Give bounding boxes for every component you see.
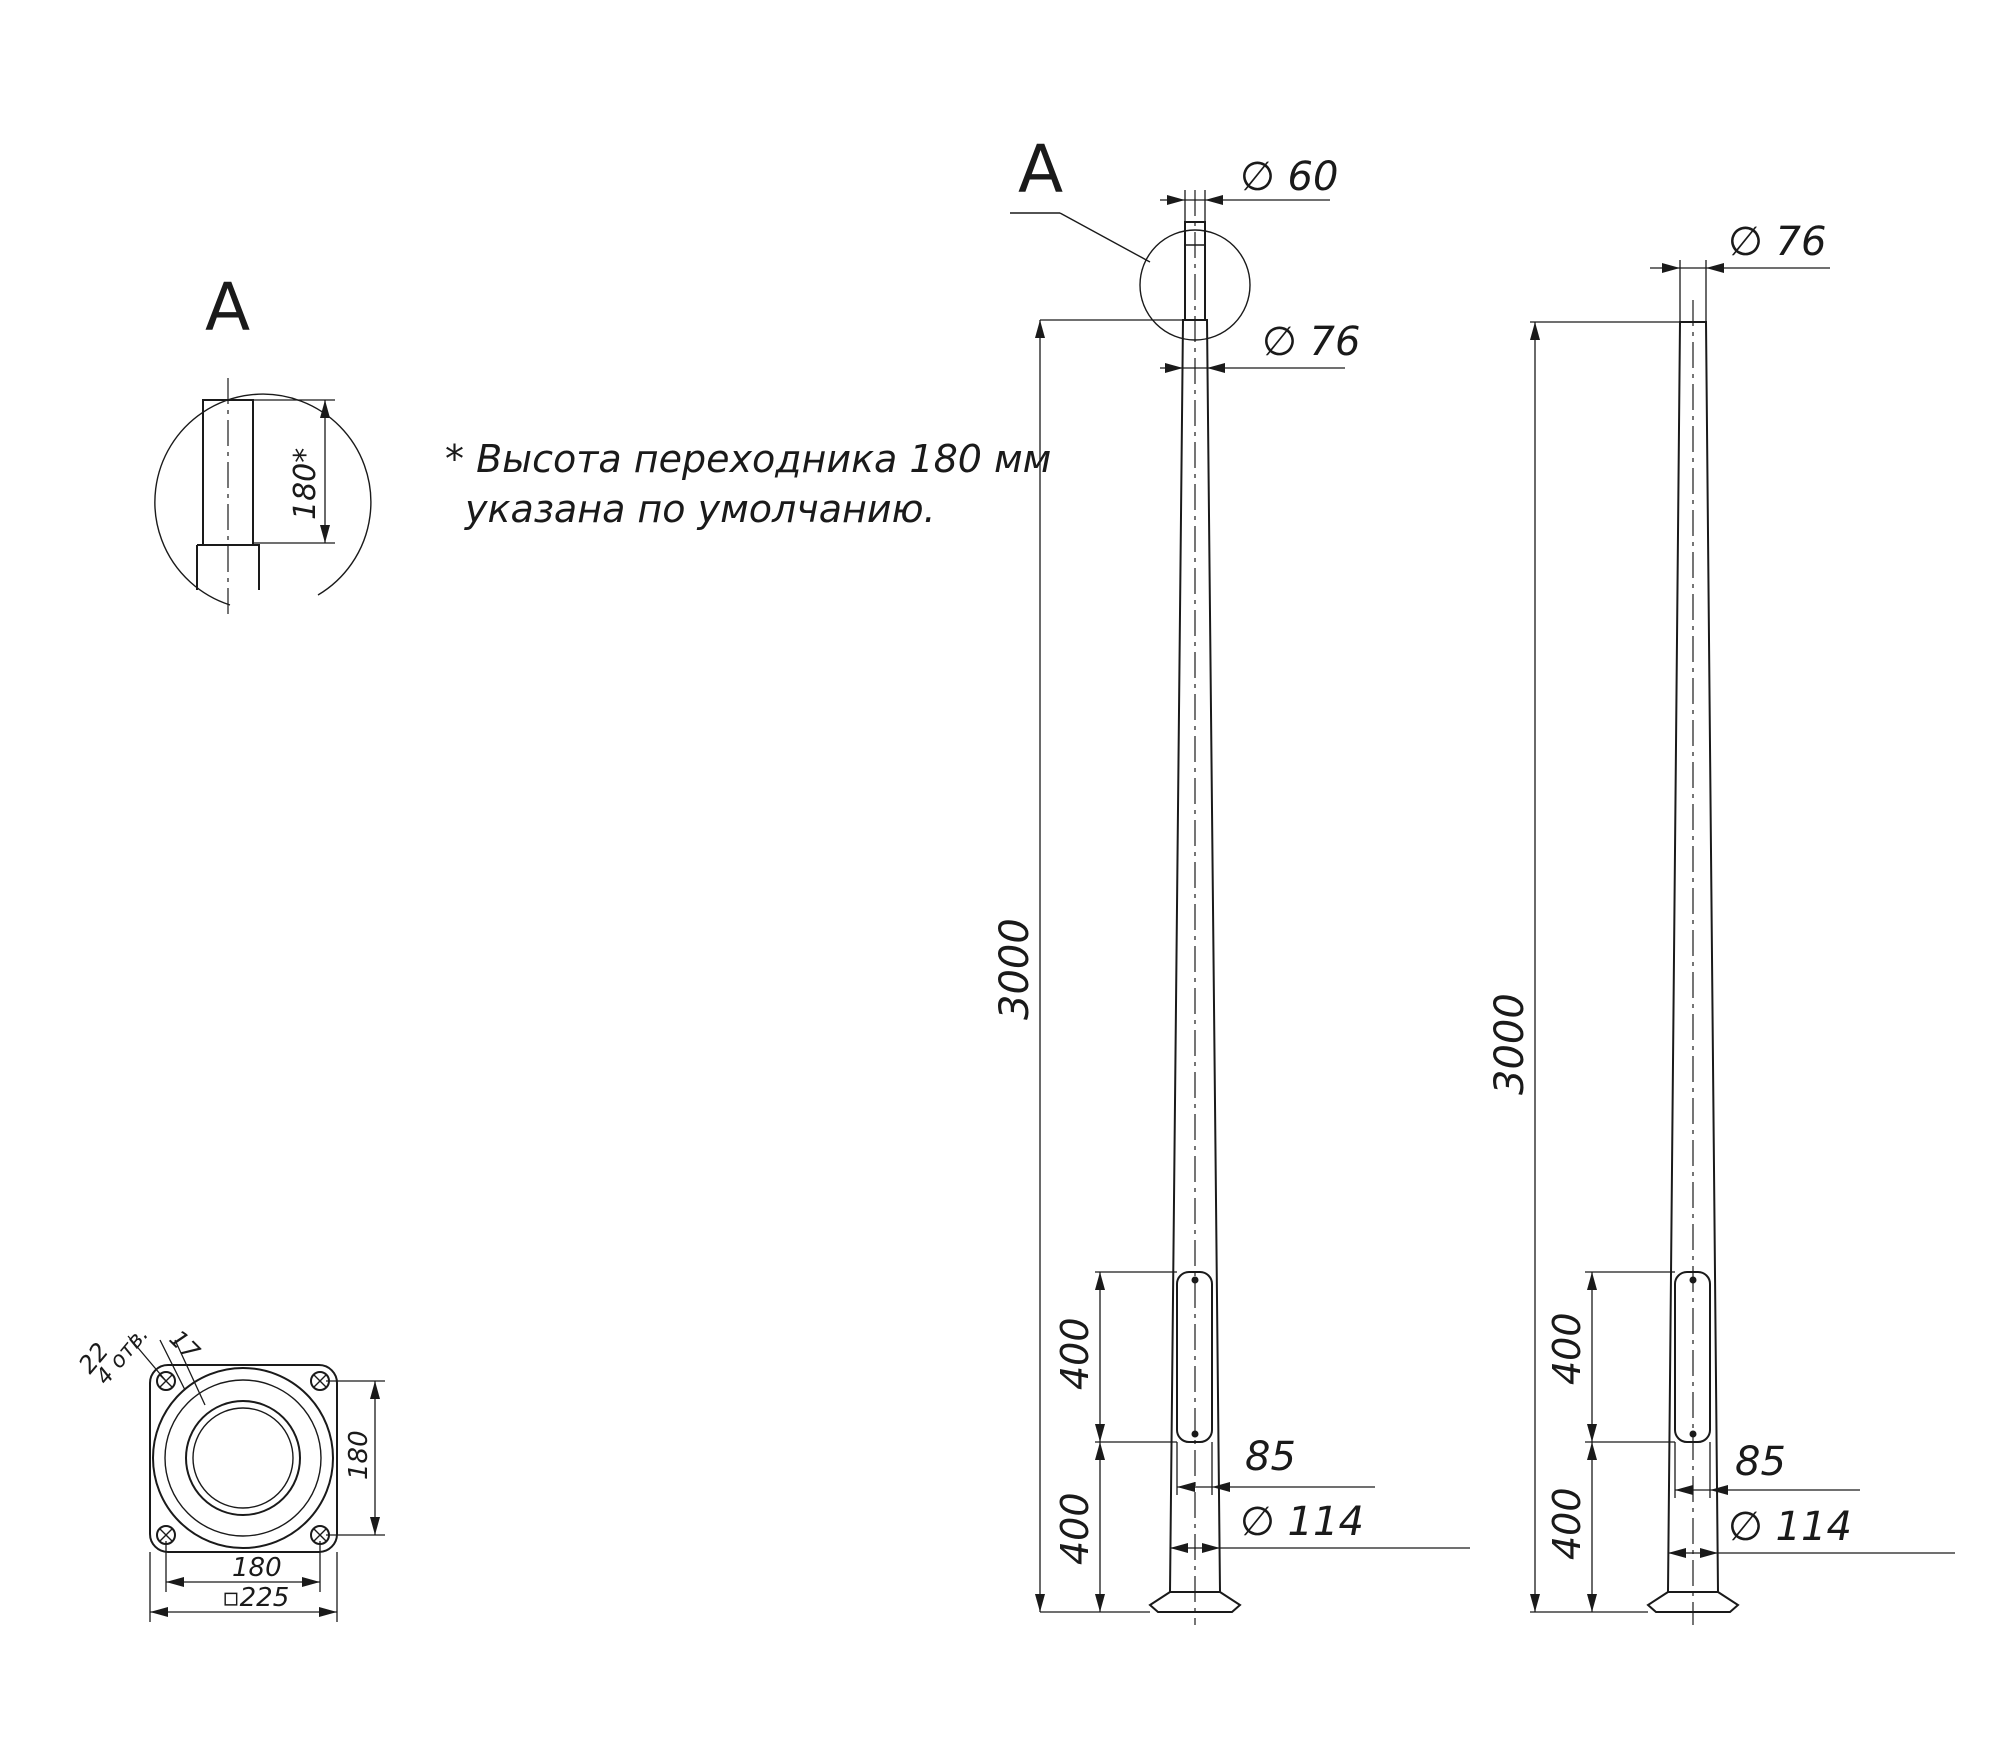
dim-arrow [1035, 320, 1045, 338]
dim-arrow [320, 525, 330, 543]
dim-arrow [1167, 195, 1185, 205]
hole-cross [159, 1528, 173, 1542]
hole-cross [313, 1528, 327, 1542]
dim-arrow [370, 1381, 380, 1399]
mounting-hole [156, 1371, 176, 1391]
detail-view-a: A 180* [154, 269, 372, 620]
top-diameter-label: ∅ 76 [1262, 319, 1360, 365]
dim-arrow [1587, 1424, 1597, 1442]
height-label: 3000 [992, 918, 1038, 1020]
hole-cross [313, 1374, 327, 1388]
dim-arrow [1165, 363, 1183, 373]
hatch-height-label: 400 [1545, 1312, 1589, 1385]
hatch-offset-label: 400 [1053, 1492, 1097, 1565]
hatch-height-label: 400 [1053, 1317, 1097, 1390]
dim-arrow [1035, 1594, 1045, 1612]
dim-arrow [166, 1577, 184, 1587]
pole-with-adapter: A ∅ 60 ∅ 76 3000 [992, 131, 1470, 1625]
dim-arrow [1675, 1485, 1693, 1495]
dim-arrow [1700, 1548, 1718, 1558]
dim-arrow [150, 1607, 168, 1617]
base-diameter-label: ∅ 114 [1240, 1499, 1364, 1545]
hatch-bolt [1689, 1430, 1697, 1438]
pole-inner-circle [192, 1407, 294, 1509]
height-label: 3000 [1487, 993, 1533, 1095]
note: * Высота переходника 180 мм указана по у… [445, 437, 1051, 531]
plate-size-label: ▫225 [222, 1583, 289, 1613]
hatch-width-label: 85 [1735, 1439, 1786, 1485]
pole-outer-circle [185, 1400, 301, 1516]
flange-inner-circle [164, 1379, 322, 1537]
hole-offset-leader [174, 1339, 206, 1406]
detail-callout-label: A [1018, 131, 1063, 208]
dim-arrow [1095, 1272, 1105, 1290]
dim-arrow [1587, 1594, 1597, 1612]
hatch-bolt [1689, 1276, 1697, 1284]
base-flange [1646, 1591, 1740, 1613]
hole-diameter-leader [127, 1335, 167, 1382]
hatch-bolt [1191, 1430, 1199, 1438]
dim-arrow [1212, 1482, 1230, 1492]
hole-spacing-vertical-label: 180 [344, 1430, 374, 1480]
dim-arrow [1177, 1482, 1195, 1492]
dim-arrow [1095, 1424, 1105, 1442]
dim-arrow [302, 1577, 320, 1587]
hatch-offset-label: 400 [1545, 1487, 1589, 1560]
hatch-bolt [1191, 1276, 1199, 1284]
dim-arrow [1207, 363, 1225, 373]
dim-arrow [1587, 1272, 1597, 1290]
mounting-holes [156, 1371, 330, 1545]
dim-arrow [1710, 1485, 1728, 1495]
pole-top-section [196, 544, 260, 590]
base-plate-outline [149, 1364, 338, 1553]
pole-plain: ∅ 76 3000 400 400 85 ∅ 114 [1487, 219, 1955, 1625]
service-hatch [1176, 1271, 1213, 1443]
base-flange [1148, 1591, 1242, 1613]
dim-arrow [1202, 1543, 1220, 1553]
detail-view-title: A [205, 269, 250, 346]
dim-arrow [1587, 1442, 1597, 1460]
service-hatch [1674, 1271, 1711, 1443]
note-line-1: * Высота переходника 180 мм [445, 437, 1051, 481]
base-diameter-label: ∅ 114 [1728, 1504, 1852, 1550]
dim-arrow [370, 1517, 380, 1535]
dim-arrow [1530, 1594, 1540, 1612]
base-plate-view: 22 4 отв. 17 180 180 ▫225 [73, 1322, 385, 1622]
adapter-diameter-label: ∅ 60 [1240, 154, 1338, 200]
hole-spacing-horizontal-label: 180 [232, 1553, 282, 1583]
note-line-2: указана по умолчанию. [464, 487, 936, 531]
hole-offset-leader [159, 1339, 186, 1391]
adapter-height-label: 180* [288, 448, 323, 520]
dim-arrow [1706, 263, 1724, 273]
dim-arrow [1095, 1442, 1105, 1460]
callout-leader [1059, 212, 1151, 263]
detail-circle [154, 393, 372, 606]
dim-arrow [1170, 1543, 1188, 1553]
flange-outer-circle [152, 1367, 334, 1549]
dim-arrow [319, 1607, 337, 1617]
dim-arrow [320, 400, 330, 418]
dim-arrow [1205, 195, 1223, 205]
dim-arrow [1530, 322, 1540, 340]
dim-arrow [1668, 1548, 1686, 1558]
dim-arrow [1662, 263, 1680, 273]
top-diameter-label: ∅ 76 [1728, 219, 1826, 265]
hatch-width-label: 85 [1245, 1434, 1296, 1480]
dim-arrow [1095, 1594, 1105, 1612]
